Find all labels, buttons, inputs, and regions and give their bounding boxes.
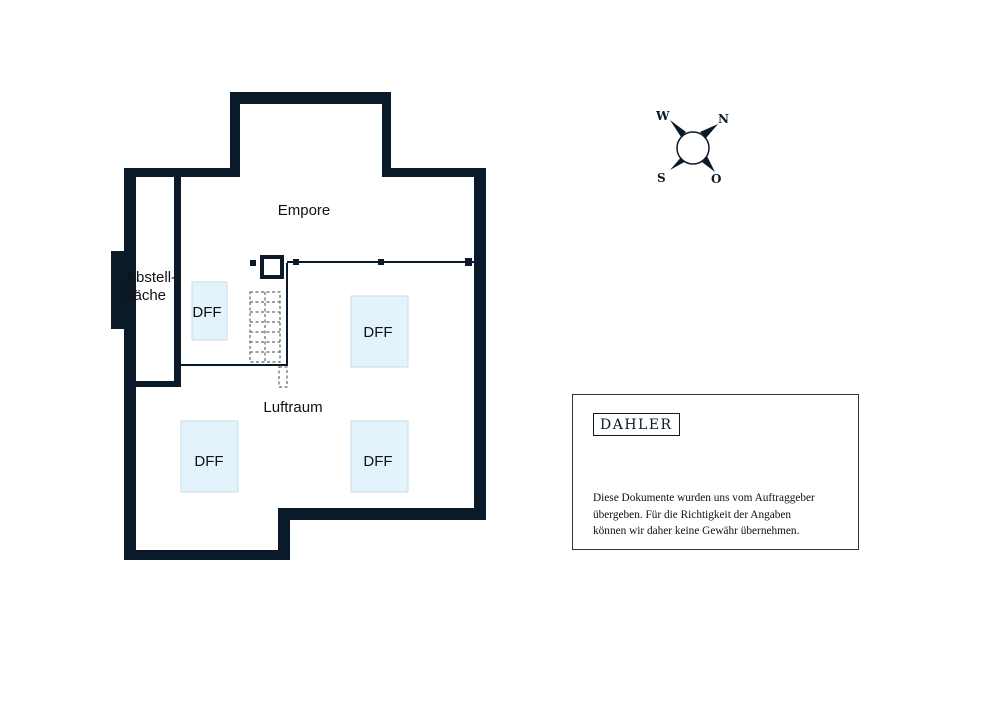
skylight-label: DFF xyxy=(363,453,392,470)
column xyxy=(250,260,256,266)
room-label-luftraum: Luftraum xyxy=(263,399,322,416)
railing-post xyxy=(378,259,384,265)
storage-wall-bottom xyxy=(136,381,181,387)
storage-wall-vertical xyxy=(174,172,181,387)
compass-letter-s: S xyxy=(657,171,666,185)
skylight xyxy=(191,281,228,341)
room-label-empore: Empore xyxy=(278,202,331,219)
disclaimer-text: Diese Dokumente wurden uns vom Auftragge… xyxy=(593,490,845,540)
room-label-abstell-line2: fläche xyxy=(126,287,166,304)
skylight-label: DFF xyxy=(194,453,223,470)
dahler-logo: DAHLER xyxy=(593,413,680,436)
disclaimer-line: können wir daher keine Gewähr übernehmen… xyxy=(593,525,800,537)
outer-wall xyxy=(111,92,486,560)
skylight xyxy=(350,420,409,493)
chimney xyxy=(260,255,284,279)
skylight-label: DFF xyxy=(192,304,221,321)
compass-letter-n: N xyxy=(718,112,729,126)
disclaimer-box: DAHLER Diese Dokumente wurden uns vom Au… xyxy=(572,394,859,550)
compass-letter-w: W xyxy=(655,109,670,123)
compass-letter-o: O xyxy=(711,172,721,186)
stair xyxy=(249,291,288,388)
skylight xyxy=(180,420,239,493)
disclaimer-line: übergeben. Für die Richtigkeit der Angab… xyxy=(593,508,792,521)
compass-icon xyxy=(670,120,718,172)
disclaimer-line: Diese Dokumente wurden uns vom Auftragge… xyxy=(593,492,815,504)
skylight-label: DFF xyxy=(363,324,392,341)
railing-post xyxy=(293,259,299,265)
room-label-abstell-line1: Abstell- xyxy=(126,269,176,286)
skylight xyxy=(350,295,409,368)
railing-post xyxy=(465,258,472,266)
